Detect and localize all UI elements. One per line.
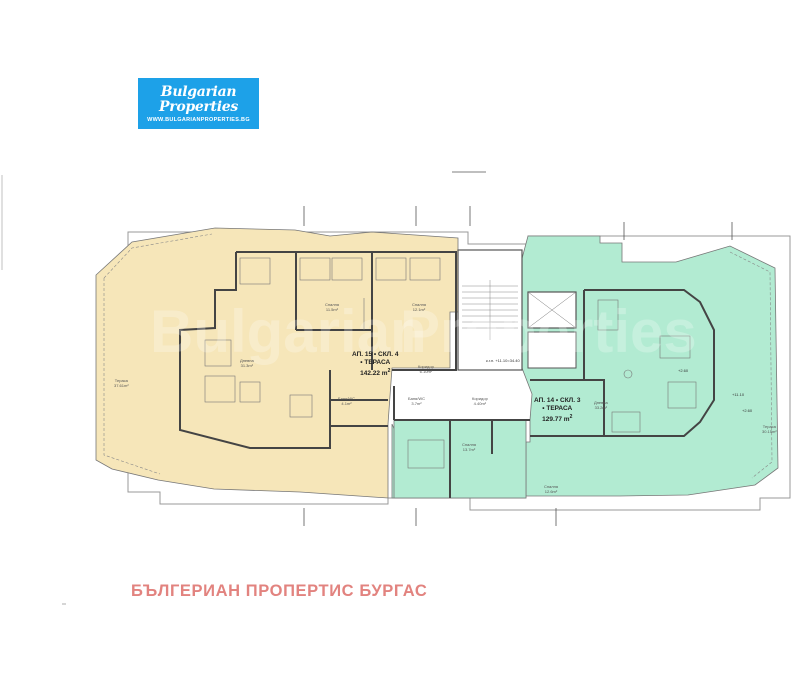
apartment-14-line1: АП. 14 • СКЛ. 3 (534, 397, 581, 404)
room-name: Коридор (472, 396, 488, 401)
room-area: 37.61m² (114, 383, 129, 388)
slab-outline (127, 231, 791, 511)
lift-lobby (527, 331, 577, 369)
room-name: Спалня (412, 302, 426, 307)
level-mark: к.г.п. +11.10=34.40 (486, 358, 520, 363)
apartment-15-line2: • ТЕРАСА (360, 359, 391, 366)
room-name: Тераса (762, 424, 776, 429)
level-mark: +2.60 (678, 368, 689, 373)
apartment-14-line2: • ТЕРАСА (542, 405, 573, 412)
room-area: 12.1m² (412, 307, 426, 312)
room-name: Спалня (544, 484, 558, 489)
room-name: Спалня (325, 302, 339, 307)
apartment-15-furniture (204, 257, 441, 418)
room-name: Тераса (114, 378, 128, 383)
apartment-14-area-sup: 2 (569, 414, 573, 420)
apartment-14-furniture (407, 299, 697, 469)
room-area: 6.10m² (419, 369, 433, 374)
apartment-14-area: 129.77 m (542, 416, 570, 424)
apartment-15-label: АП. 15 • СКЛ. 4 • ТЕРАСА 142.22 m2 (352, 351, 398, 378)
room-area: 30.15m² (762, 429, 777, 434)
apartment-14-area-wrap: 129.77 m2 (534, 413, 580, 424)
apartment-14-bedroom-block (393, 419, 527, 499)
apartment-15-area: 142.22 m (360, 370, 388, 378)
room-area: 3.7m² (411, 401, 422, 406)
room-area: 31.3m² (240, 363, 254, 368)
room-area: 4.40m² (473, 401, 487, 406)
watermark: Bulgarian (150, 298, 427, 365)
room-name: Дневна (240, 358, 254, 363)
apartment-15-line1: АП. 15 • СКЛ. 4 (352, 351, 399, 358)
apartment-14-walls (393, 289, 715, 498)
room-area: 4.1m² (341, 401, 352, 406)
room-area: 11.5m² (325, 307, 339, 312)
room-area: 33.2m² (594, 405, 608, 410)
apartment-14-label: АП. 14 • СКЛ. 3 • ТЕРАСА 129.77 m2 (534, 397, 580, 424)
terrace-railings (103, 233, 773, 479)
logo-line-1: Bulgarian (160, 84, 237, 100)
room-name: Дневна (594, 400, 608, 405)
apartment-15-area-sup: 2 (387, 368, 391, 374)
room-area: 13.7m² (462, 447, 476, 452)
apartment-15-area-wrap: 142.22 m2 (352, 367, 398, 378)
room-name: Коридор (418, 364, 434, 369)
room-name: Баня/WC (338, 396, 355, 401)
stair-treads (462, 280, 518, 340)
level-mark: +2.60 (742, 408, 753, 413)
apartment-15-area (95, 227, 459, 499)
room-name: Баня/WC (408, 396, 425, 401)
logo-url: WWW.BULGARIANPROPERTIES.BG (147, 117, 250, 123)
level-mark: +11.10 (732, 392, 745, 397)
grid-axes (303, 171, 733, 526)
room-name: Спалня (462, 442, 476, 447)
caption-text: БЪЛГЕРИАН ПРОПЕРТИС БУРГАС (131, 582, 428, 600)
bulgarian-properties-logo: Bulgarian Properties WWW.BULGARIANPROPER… (138, 78, 259, 129)
logo-line-2: Properties (159, 99, 238, 115)
room-area: 12.6m² (544, 489, 558, 494)
apartment-15-walls (179, 251, 457, 449)
watermark-2: Properties (400, 298, 697, 365)
